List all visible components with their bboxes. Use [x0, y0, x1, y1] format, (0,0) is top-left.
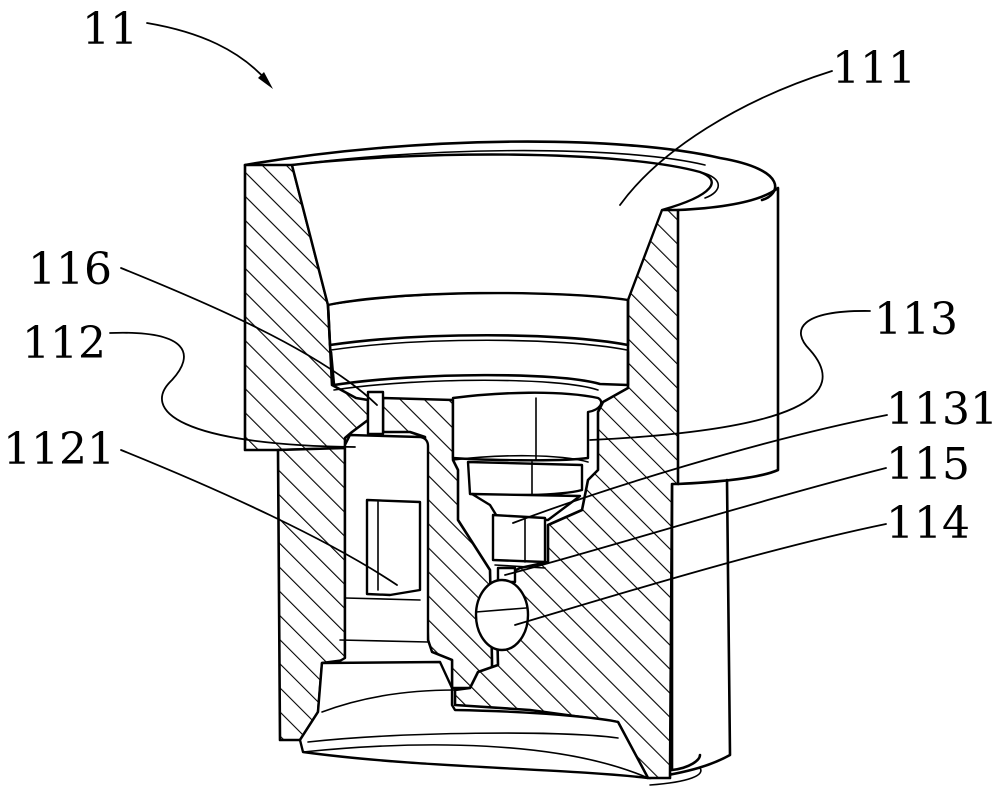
- leader-1121: [120, 449, 398, 586]
- leader-1131: [512, 414, 888, 524]
- leader-115: [504, 467, 887, 576]
- bore-113: [451, 391, 603, 569]
- label-111: 111: [832, 43, 916, 94]
- leader-lines: [109, 22, 888, 626]
- label-114: 114: [886, 498, 970, 549]
- label-113: 113: [874, 294, 958, 345]
- leader-113: [589, 310, 871, 441]
- leader-111: [619, 70, 833, 206]
- label-11: 11: [82, 4, 138, 55]
- bowl-cavity-111: [290, 153, 713, 391]
- leader-114: [514, 523, 887, 626]
- passage-116: [366, 390, 385, 436]
- reference-labels: 11 111 116 112 1121 113 1131 115 114: [3, 4, 998, 549]
- label-1121: 1121: [3, 424, 115, 475]
- arrowhead-11: [258, 72, 273, 89]
- chamber-112: [336, 433, 454, 694]
- leader-11: [146, 22, 269, 83]
- leader-116: [120, 267, 378, 406]
- label-115: 115: [886, 439, 970, 490]
- leader-112: [109, 331, 356, 448]
- ball-channel-114: [474, 566, 530, 652]
- label-112: 112: [22, 318, 106, 369]
- label-1131: 1131: [886, 384, 998, 435]
- bottom-opening: [298, 660, 650, 780]
- label-116: 116: [28, 244, 112, 295]
